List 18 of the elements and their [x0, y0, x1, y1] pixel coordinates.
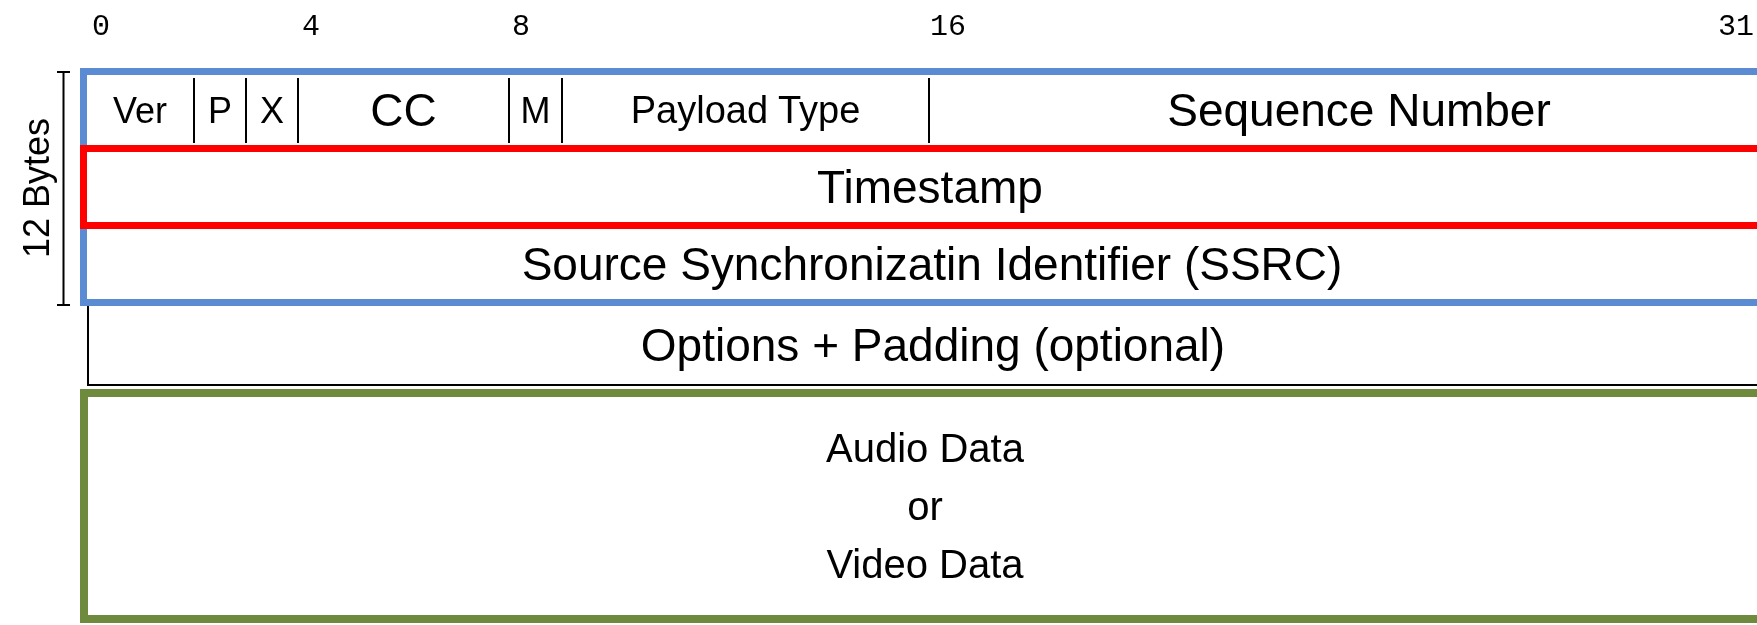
field-name: P: [208, 90, 232, 131]
bit-tick-label: 8: [512, 10, 530, 44]
field-name: Source Synchronizatin Identifier (SSRC): [521, 238, 1343, 290]
field-name: X: [260, 90, 284, 131]
field-name: Ver: [112, 90, 167, 131]
field-name: Payload Type: [630, 89, 861, 132]
field-name: Options + Padding (optional): [640, 319, 1226, 371]
header-frame: [80, 68, 1757, 306]
field-name: CC: [370, 85, 437, 136]
bit-tick-label: 31: [1718, 10, 1754, 44]
field-name: Timestamp: [817, 161, 1043, 213]
bit-tick-label: 0: [92, 10, 110, 44]
field-name: M: [520, 90, 551, 131]
bit-tick-label: 16: [930, 10, 966, 44]
field-name: Audio Data or Video Data: [826, 425, 1024, 588]
field-name: Sequence Number: [1167, 85, 1551, 136]
size-label: 12 Bytes: [16, 117, 58, 259]
bit-tick-label: 4: [302, 10, 320, 44]
